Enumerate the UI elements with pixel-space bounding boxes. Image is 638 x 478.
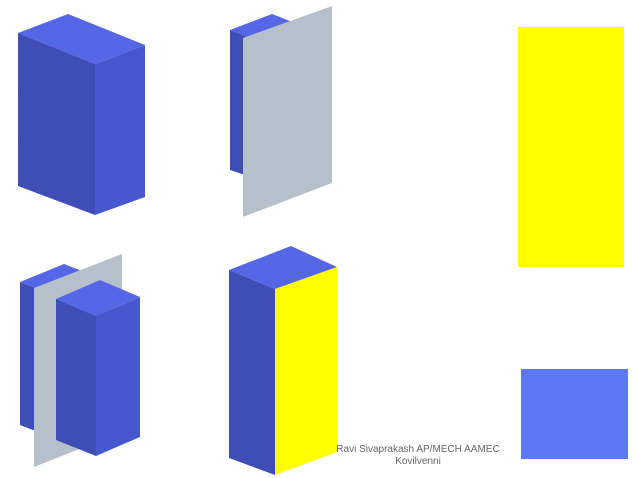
prism-with-cutting-plane — [230, 6, 332, 217]
cutting-plane — [243, 6, 332, 217]
prism-edge-mark — [17, 89, 21, 92]
prism-left-face — [229, 270, 275, 475]
solid-prism — [17, 14, 145, 215]
author-credit-line-2: Kovilvenni — [395, 456, 441, 467]
author-credit-line-1: Ravi Sivaprakash AP/MECH AAMEC — [336, 444, 500, 455]
back-half-left-face — [20, 282, 38, 432]
prism-edge-mark — [17, 139, 21, 142]
front-half-right-face — [96, 297, 140, 456]
prism-top-face — [230, 14, 290, 37]
front-half-top-face — [56, 280, 140, 316]
front-half-left-face — [56, 299, 96, 456]
top-view-square — [521, 369, 628, 459]
prism-left-face — [18, 33, 95, 215]
prism-right-face — [95, 45, 145, 215]
sectioned-prism — [229, 246, 337, 475]
section-view-rectangle — [518, 27, 624, 267]
prism-split-by-plane — [20, 254, 140, 467]
prism-top-face — [229, 246, 337, 289]
prism-top-face — [18, 14, 145, 64]
section-cut-face — [275, 267, 337, 475]
back-half-top-face — [20, 264, 82, 289]
author-credit: Ravi Sivaprakash AP/MECH AAMEC Kovilvenn… — [330, 444, 506, 468]
